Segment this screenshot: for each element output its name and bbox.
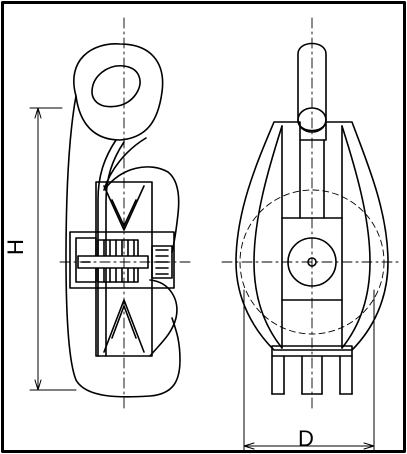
side-strap-line-2 [105,141,125,357]
front-view-centerlines [221,17,399,413]
shackle-eye-inner [91,65,141,108]
height-arrow-top [34,107,42,119]
diameter-arrow-right [363,442,375,450]
front-cheek-plate [235,121,389,351]
sheave-groove-top [103,185,145,231]
side-lower-curve [149,279,178,357]
side-body-right-contour [103,137,180,253]
diameter-dimension [243,289,375,451]
diameter-arrow-left [243,442,255,450]
height-arrow-bottom [34,379,42,391]
front-inner-left-curve [253,125,283,349]
side-axle-plate [69,231,175,289]
side-axle-nut [151,245,173,279]
shackle-eye-outer [73,43,164,141]
side-view-centerlines [59,17,193,413]
side-strap-line-1 [97,139,117,357]
height-dimension-label: H [2,239,28,255]
side-body-left-contour [65,95,181,398]
diameter-dimension-label: D [298,426,314,451]
height-dimension [29,107,77,391]
side-view [65,43,181,398]
